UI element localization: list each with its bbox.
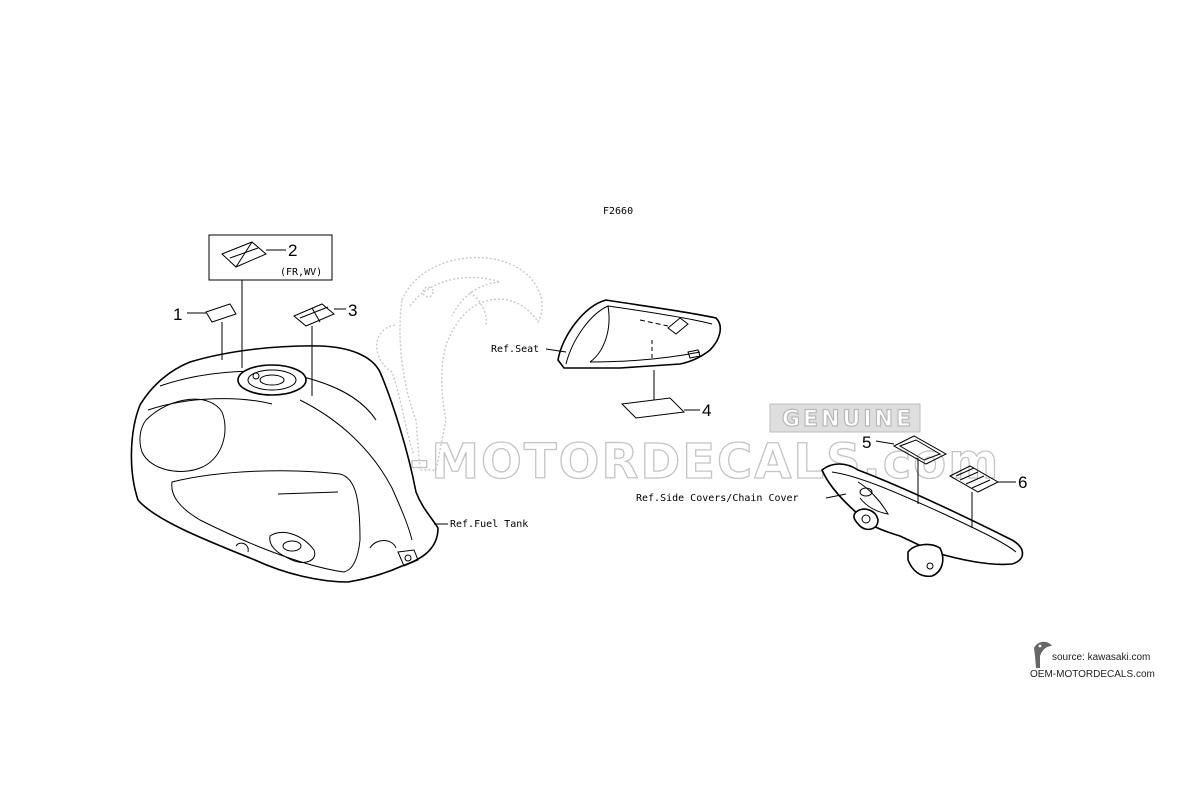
callout-number-1: 1 (173, 305, 182, 324)
source-line-1: source: kawasaki.com (1052, 652, 1150, 663)
decal-3: 3 (293, 301, 357, 396)
source-footer: source: kawasaki.com OEM-MOTORDECALS.com (1030, 641, 1155, 680)
callout-number-2: 2 (288, 241, 297, 260)
decal-1: 1 (173, 303, 237, 360)
decal-6: 6 (948, 465, 1027, 528)
callout-number-5: 5 (862, 433, 871, 452)
decal-4: 4 (620, 370, 711, 420)
ref-seat-label: Ref.Seat (491, 344, 539, 355)
callout-number-3: 3 (348, 301, 357, 320)
fuel-tank (130, 345, 439, 583)
callout-note-2: (FR,WV) (280, 267, 322, 278)
decal-2: 2 (FR,WV) (208, 234, 333, 368)
seat: Ref.Seat (491, 299, 722, 369)
decal-5: 5 (862, 433, 948, 504)
source-line-2: OEM-MOTORDECALS.com (1030, 669, 1155, 680)
genuine-badge-text: GENUINE (782, 407, 914, 432)
figure-code: F2660 (603, 206, 633, 217)
bird-logo-icon (1034, 641, 1052, 668)
ref-fuel-tank-label: Ref.Fuel Tank (450, 519, 528, 530)
ref-side-covers-label: Ref.Side Covers/Chain Cover (636, 493, 799, 504)
bird-watermark-icon (376, 256, 543, 471)
genuine-badge: GENUINE (769, 403, 921, 433)
callout-number-6: 6 (1018, 473, 1027, 492)
callout-number-4: 4 (702, 401, 711, 420)
chain-cover: Ref.Side Covers/Chain Cover (636, 463, 1024, 578)
